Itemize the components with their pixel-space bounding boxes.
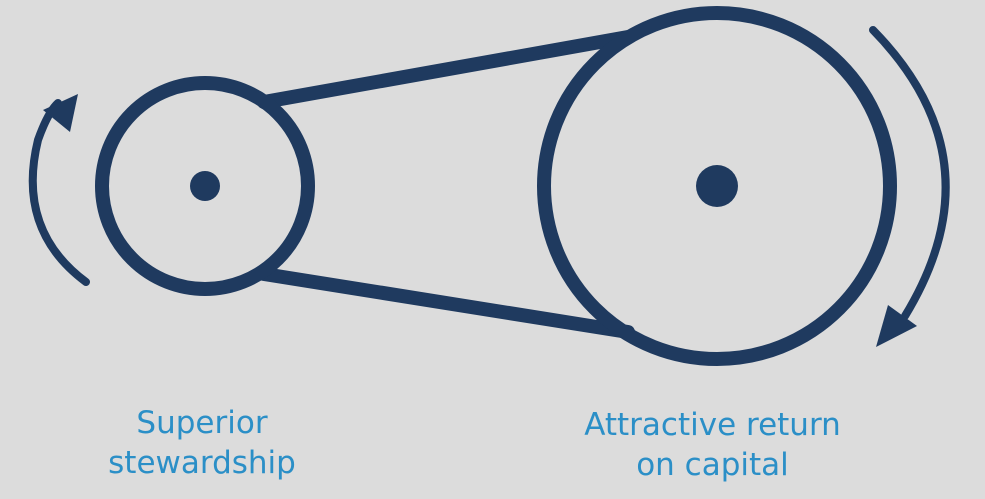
belt [257, 30, 635, 339]
small-pulley-label-line-1: Superior [136, 405, 268, 441]
large-pulley-wheel [537, 6, 897, 366]
small-pulley-label: Superior stewardship [92, 403, 312, 483]
large-pulley-label-line-1: Attractive return [584, 407, 841, 443]
belt-top-segment [257, 30, 635, 109]
counterclockwise-arrow-head [43, 94, 78, 132]
belt-bottom-segment [257, 267, 635, 339]
clockwise-arrow-head [876, 305, 917, 347]
clockwise-arrow-icon [869, 26, 950, 347]
small-pulley [95, 76, 315, 296]
counterclockwise-arrow-icon [28, 94, 90, 286]
large-pulley-label: Attractive return on capital [555, 405, 870, 485]
large-pulley-hub [696, 165, 738, 207]
counterclockwise-arrow-arc [28, 99, 90, 286]
clockwise-arrow-arc [869, 26, 950, 320]
large-pulley-label-line-2: on capital [636, 447, 789, 483]
small-pulley-hub [190, 171, 220, 201]
small-pulley-wheel [95, 76, 315, 296]
large-pulley [537, 6, 897, 366]
small-pulley-label-line-2: stewardship [108, 445, 296, 481]
